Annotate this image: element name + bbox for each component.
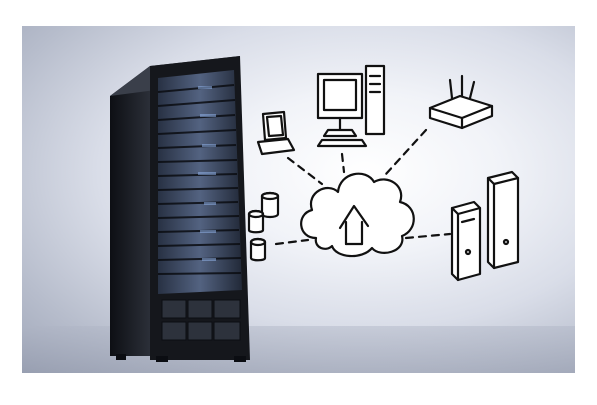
file-server-icon [450,170,520,282]
floor-shadow [22,326,575,373]
connection-lines [274,128,452,246]
laptop-icon [256,110,296,156]
cloud-upload-icon [300,172,415,258]
scene-svg [22,56,575,373]
desktop-computer-icon [316,64,386,148]
server-rack-icon [110,56,250,362]
router-icon [428,74,494,130]
database-icon [247,191,280,262]
network-cloud-photo [22,26,575,373]
